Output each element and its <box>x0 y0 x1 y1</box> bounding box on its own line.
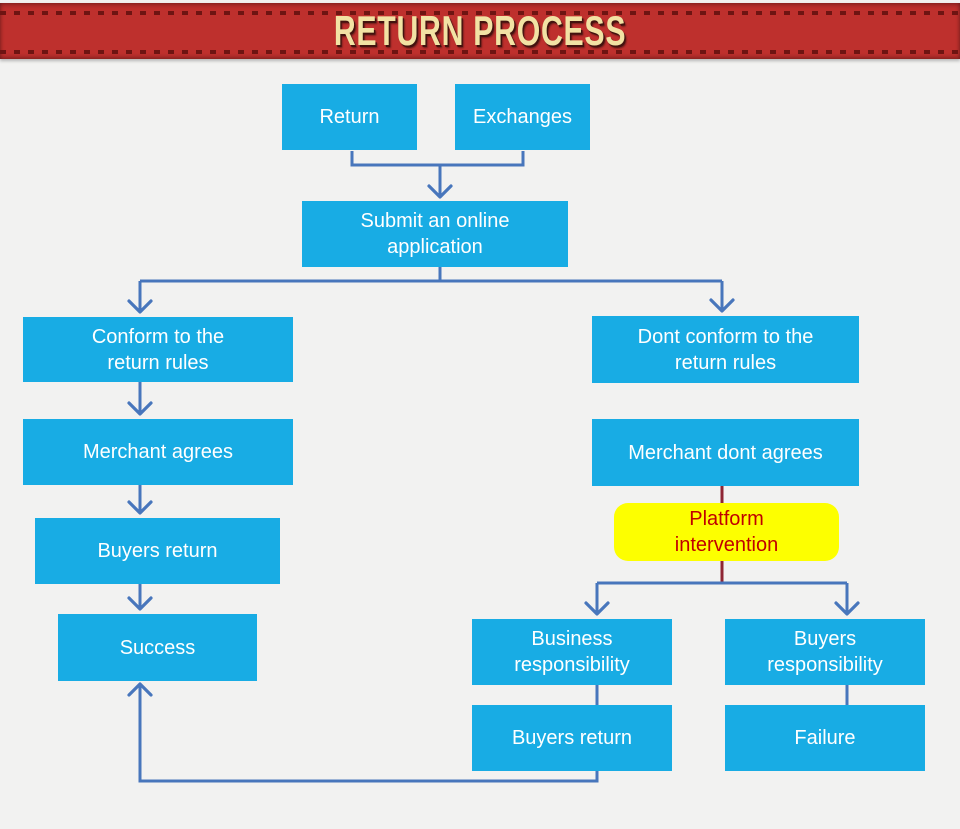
node-business-responsibility: Business responsibility <box>472 619 672 685</box>
node-return: Return <box>282 84 417 150</box>
node-merchant-agrees: Merchant agrees <box>23 419 293 485</box>
node-platform-intervention: Platform intervention <box>614 503 839 561</box>
node-failure: Failure <box>725 705 925 771</box>
page-title: RETURN PROCESS <box>333 7 627 54</box>
edge-return-exchanges-merge <box>350 151 525 167</box>
node-buyers-responsibility: Buyers responsibility <box>725 619 925 685</box>
node-submit-application: Submit an online application <box>302 201 568 267</box>
node-buyers-return-right: Buyers return <box>472 705 672 771</box>
node-dont-conform-rules: Dont conform to the return rules <box>592 316 859 383</box>
node-buyers-return-left: Buyers return <box>35 518 280 584</box>
node-success: Success <box>58 614 257 681</box>
header-banner: RETURN PROCESS <box>0 3 960 59</box>
node-conform-rules: Conform to the return rules <box>23 317 293 382</box>
node-exchanges: Exchanges <box>455 84 590 150</box>
node-merchant-dont-agrees: Merchant dont agrees <box>592 419 859 486</box>
